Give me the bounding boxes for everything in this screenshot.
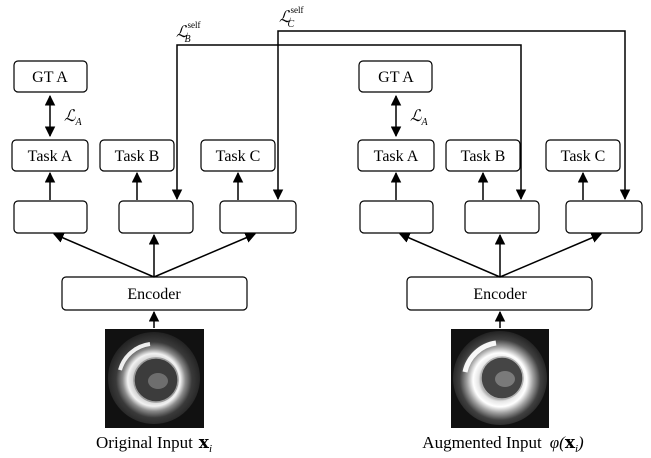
left-encoder-label: Encoder [127,286,181,303]
left-gt-label: GT A [32,69,68,86]
right-task-a-box: Task A [357,139,435,172]
left-task-a-label: Task A [28,148,73,165]
right-head-b-box [464,200,540,234]
self-loss-b-connector [171,44,527,201]
left-task-c-label: Task C [216,148,261,165]
right-input-image [451,329,549,428]
right-task-c-label: Task C [561,148,606,165]
right-task-b-box: Task B [445,139,521,172]
left-encoder-box: Encoder [61,276,248,311]
left-encoder-to-head-a [53,232,155,278]
left-branch: GT A ℒA Task A Task B Task C Encoder [11,60,297,455]
right-gt-label: GT A [378,69,414,86]
self-loss-c-connector [272,30,631,201]
right-loss-a-label: ℒA [410,108,429,128]
left-task-c-box: Task C [200,139,276,172]
left-task-a-box: Task A [11,139,89,172]
right-encoder-label: Encoder [473,286,527,303]
left-head-a-box [13,200,88,234]
left-gt-box: GT A [13,60,88,93]
right-gt-box: GT A [358,60,433,93]
right-encoder-to-head-c [499,232,602,278]
left-loss-a-label: ℒA [64,108,83,128]
right-head-a-box [359,200,434,234]
right-task-b-label: Task B [461,148,506,165]
right-branch: GT A ℒA Task A Task B Task C Encoder [357,60,643,455]
left-head-b-box [118,200,194,234]
right-task-a-label: Task A [374,148,419,165]
left-input-image [105,329,204,428]
right-head-c-box [565,200,643,234]
left-task-b-label: Task B [115,148,160,165]
right-task-c-box: Task C [545,139,621,172]
left-encoder-to-head-c [153,232,256,278]
left-task-b-box: Task B [99,139,175,172]
left-head-c-box [219,200,297,234]
right-encoder-box: Encoder [406,276,593,311]
right-encoder-to-head-a [399,232,501,278]
